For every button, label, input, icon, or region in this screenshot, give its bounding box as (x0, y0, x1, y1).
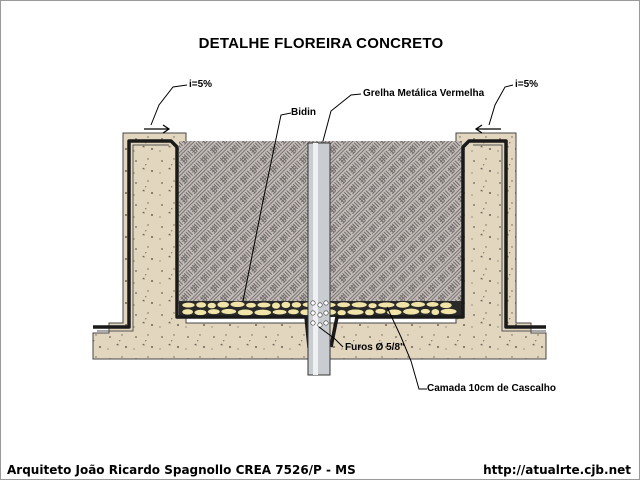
label-grelha: Grelha Metálica Vermelha (363, 88, 485, 99)
gravel-pebble (336, 301, 351, 308)
gravel-pebble (207, 302, 217, 309)
gravel-pebble (237, 308, 254, 317)
gravel-pebble (287, 308, 300, 315)
gravel-pebble (364, 308, 375, 317)
slope-arrow-left (144, 124, 171, 134)
leader-bidin (242, 112, 292, 302)
gravel-pebble (271, 302, 281, 310)
gravel-pebble (439, 301, 453, 309)
gravel-pebble (374, 308, 386, 315)
gravel-pebble (220, 308, 237, 315)
gravel-pebble (281, 301, 291, 309)
leader-cascalho (386, 306, 427, 390)
gravel-pebble (193, 309, 207, 316)
gravel-pebble (272, 309, 288, 315)
leader-furos (318, 326, 344, 348)
gravel-pebble (256, 301, 272, 308)
gravel-pebble (367, 302, 378, 309)
gravel-pebble (351, 301, 368, 308)
drain-pipe (307, 142, 331, 376)
gravel-pebble (181, 308, 194, 316)
gravel-pebble (195, 301, 207, 309)
gravel-pebble (395, 301, 411, 309)
gravel-pebble (253, 309, 272, 316)
gravel-pebble (229, 301, 246, 308)
gravel-pebble (410, 301, 426, 308)
gravel-pebble (346, 308, 365, 316)
gravel-pebble (181, 302, 196, 309)
label-cascalho: Camada 10cm de Cascalho (427, 383, 556, 394)
gravel-pebble (430, 308, 440, 316)
gravel-pebble (207, 308, 221, 315)
label-furos: Furos Ø 5/8" (345, 342, 405, 353)
gravel-pebble (426, 301, 440, 308)
footer-author: Arquiteto João Ricardo Spagnollo CREA 75… (7, 463, 356, 477)
label-slope-right: i=5% (515, 79, 539, 90)
gravel-pebble (420, 308, 431, 315)
label-slope-left: i=5% (189, 79, 213, 90)
gravel-pebble (291, 301, 302, 309)
leader-slope-right (488, 84, 514, 126)
gravel-pebble (336, 309, 347, 316)
gravel-pebble (216, 301, 230, 309)
gravel-pebble (245, 302, 257, 309)
leader-slope-left (150, 84, 188, 126)
gravel-pebble (440, 308, 458, 315)
leader-grelha (322, 93, 362, 142)
gravel-pebble (402, 308, 420, 316)
gravel-pebble (377, 301, 396, 308)
slope-arrow-right (474, 124, 501, 134)
footer-url[interactable]: http://atualrte.cjb.net (483, 463, 631, 477)
page-title: DETALHE FLOREIRA CONCRETO (198, 35, 444, 52)
label-bidin: Bidin (291, 107, 316, 118)
drain-holes (310, 300, 329, 328)
